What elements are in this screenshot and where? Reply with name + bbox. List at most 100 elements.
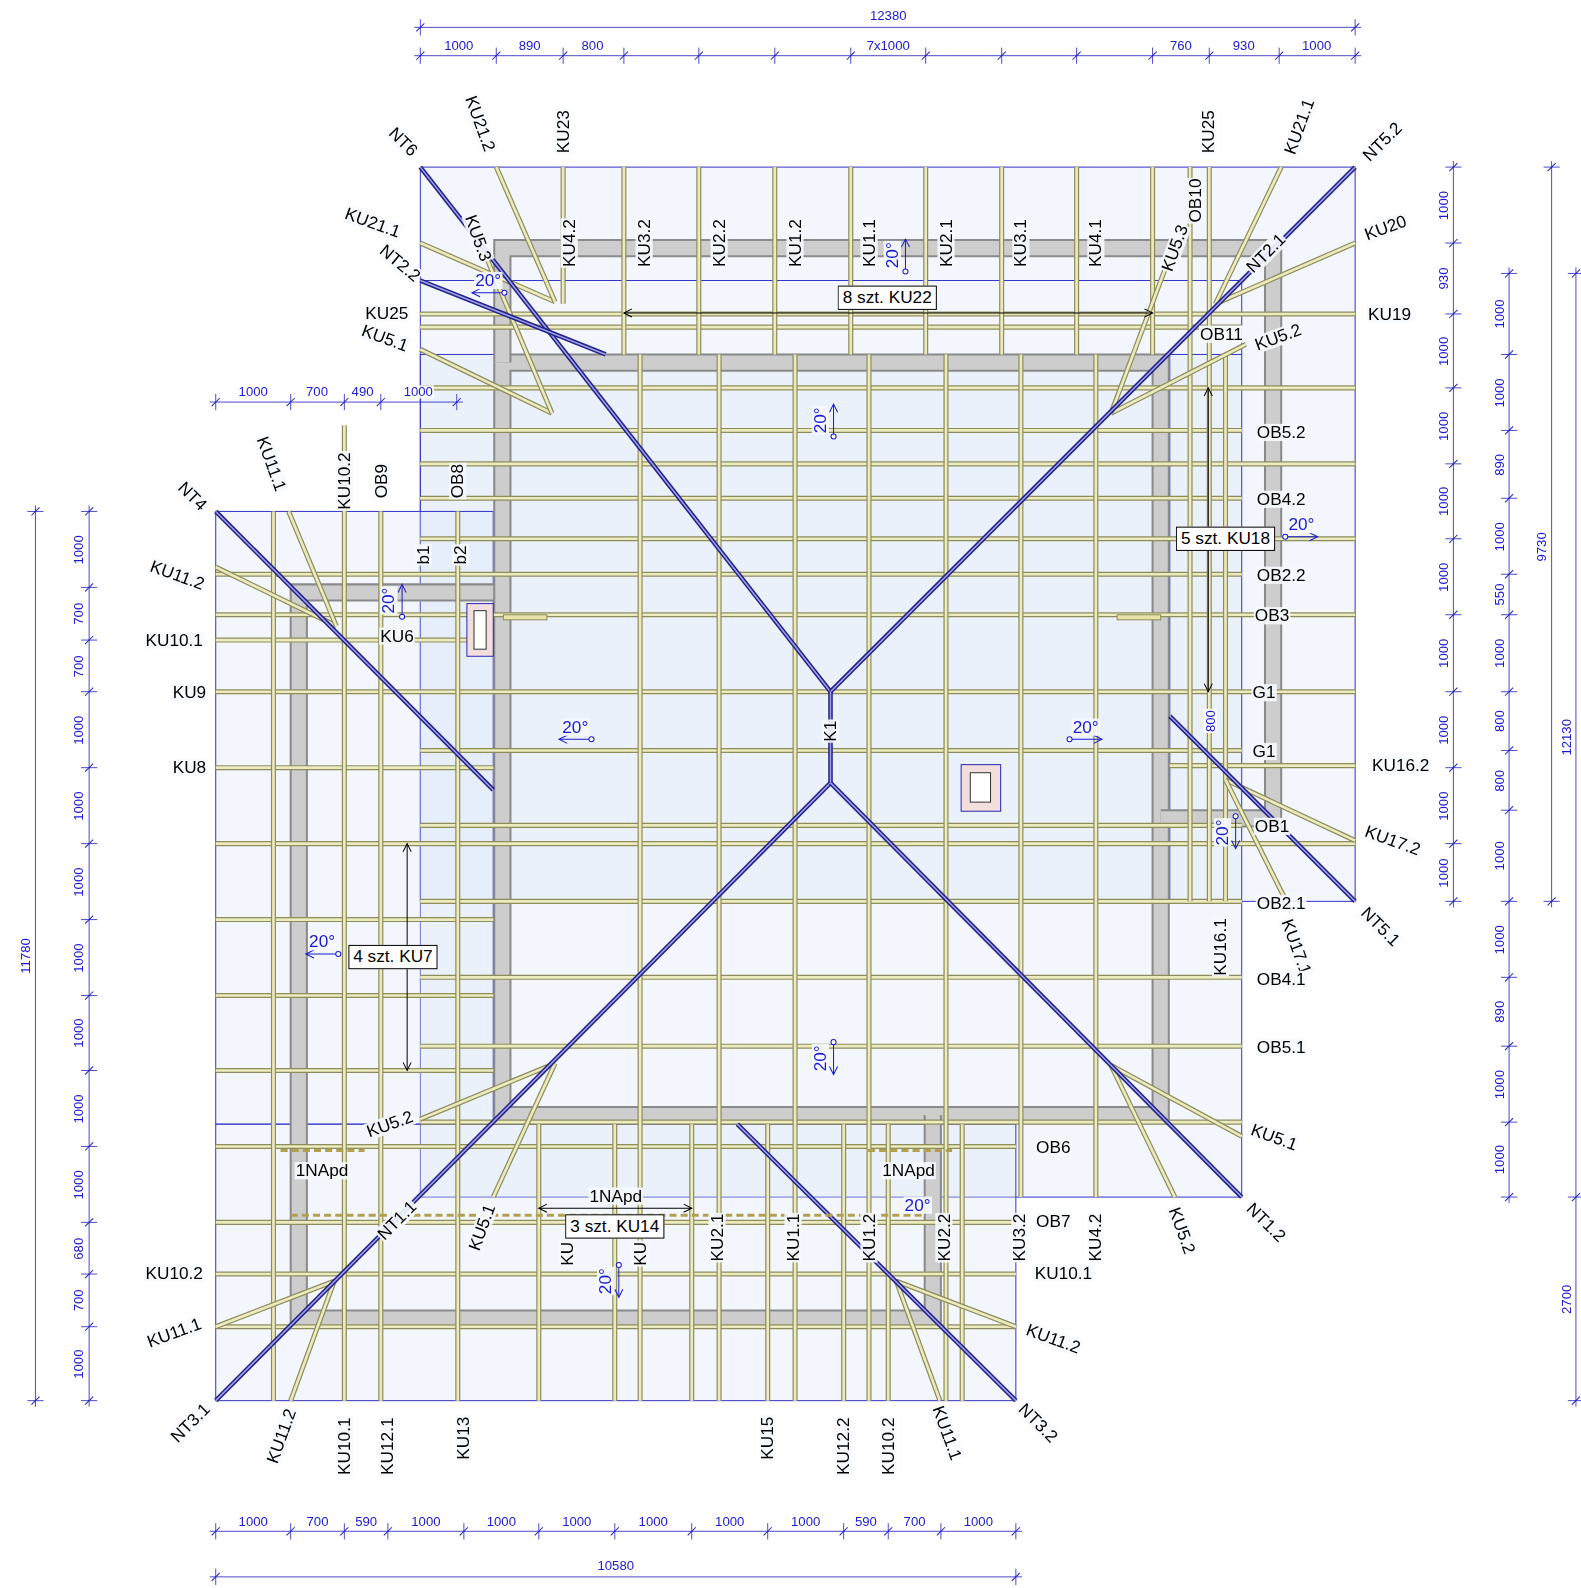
- dimension-tick: [1505, 1118, 1513, 1126]
- rafter: [216, 572, 1242, 577]
- member-label: KU10.1: [144, 631, 203, 648]
- hip-line: [1170, 716, 1355, 901]
- slope-label: 20°: [1287, 516, 1315, 533]
- member-label: KU11.1: [929, 1403, 965, 1464]
- member-label: b2: [452, 544, 469, 565]
- slope-label: 20°: [1214, 818, 1231, 846]
- dimension-label: 11780: [19, 937, 32, 975]
- member-label: KU15: [759, 1416, 776, 1461]
- nailing-plate: [868, 1149, 952, 1152]
- rafter: [848, 167, 853, 354]
- slope-arrow: [1285, 536, 1317, 537]
- dimension-tick: [212, 398, 220, 406]
- dimension-label: 1000: [1437, 790, 1450, 821]
- member-label: KU21.2: [462, 93, 499, 155]
- rafter: [842, 1124, 845, 1400]
- dimension-label: 1000: [1437, 410, 1450, 441]
- dimension-tick: [1548, 163, 1556, 171]
- member-label: KU9: [172, 684, 208, 701]
- rafter: [291, 1281, 335, 1401]
- arrow-head: [403, 1062, 411, 1070]
- callout-text: 3 szt. KU14: [570, 1216, 659, 1235]
- dimension-label: 1000: [1492, 1144, 1505, 1175]
- dimension-extension: [1568, 1197, 1581, 1198]
- rafter: [1111, 1065, 1175, 1197]
- chimney-flue: [474, 611, 486, 649]
- rafter: [999, 167, 1004, 354]
- dimension-tick: [1505, 269, 1513, 277]
- dimension-label: 700: [71, 1288, 84, 1312]
- arrow-head: [829, 404, 837, 412]
- arrow-head: [1144, 309, 1152, 317]
- dimension-tick: [1205, 52, 1213, 60]
- dimension-tick: [85, 764, 93, 772]
- rafter: [216, 994, 494, 997]
- rafter: [456, 511, 459, 1400]
- rafter: [1111, 1065, 1175, 1197]
- rafter: [1226, 780, 1292, 912]
- dimension-label: 1000: [1301, 39, 1332, 52]
- member-label: OB2.1: [1256, 895, 1307, 912]
- dimension-tick: [1351, 52, 1359, 60]
- dimension-tick: [377, 398, 385, 406]
- arrow-head: [1204, 388, 1212, 396]
- rafter: [773, 167, 776, 354]
- dimension-tick: [1505, 897, 1513, 905]
- slope-arrow-tail: [903, 269, 908, 274]
- roof-plane: [216, 1124, 1016, 1400]
- member-label: NT3.1: [167, 1400, 214, 1447]
- callout-text: 4 szt. KU7: [353, 947, 432, 966]
- slope-arrow-tail: [1233, 814, 1238, 819]
- member-label: KU10.2: [144, 1264, 203, 1281]
- member-label: KU3.2: [636, 218, 653, 268]
- rafter: [612, 1124, 617, 1400]
- dimension-tick: [1505, 1042, 1513, 1050]
- slope-label: 20°: [380, 587, 397, 615]
- dimension-tick: [384, 1527, 392, 1535]
- rafter: [216, 842, 1355, 845]
- slope-label: 20°: [1072, 719, 1100, 736]
- slope-arrow-tail: [616, 1262, 621, 1267]
- dimension-tick: [1449, 460, 1457, 468]
- dimension-label: 10580: [596, 1559, 635, 1572]
- count-callout: 8 szt. KU22: [838, 285, 937, 310]
- hip-line: [831, 167, 1356, 692]
- rafter: [841, 1124, 846, 1400]
- member-label: G1: [1251, 684, 1276, 701]
- dimension-tick: [998, 52, 1006, 60]
- member-label: KU19: [1367, 305, 1412, 322]
- member-label: OB5.1: [1256, 1039, 1307, 1056]
- arrow-head: [403, 844, 411, 852]
- member-label: KU1.1: [784, 1213, 801, 1263]
- rafter: [420, 349, 552, 413]
- rafter: [1000, 167, 1003, 354]
- dimension-tick: [1505, 973, 1513, 981]
- rafter: [896, 1281, 940, 1401]
- chimney-flue: [970, 773, 990, 802]
- rafter: [216, 993, 494, 998]
- rafter: [1075, 167, 1078, 354]
- dimension-tick: [340, 398, 348, 406]
- dimension-label: 1000: [1437, 857, 1450, 888]
- dimension-tick: [85, 1142, 93, 1150]
- member-label: KU25: [1200, 109, 1217, 154]
- dimension-label: 1000: [71, 534, 84, 565]
- dimension-label: 700: [903, 1515, 927, 1528]
- rafter: [420, 463, 1355, 466]
- dimension-line: [1453, 161, 1454, 907]
- arrow-head: [1310, 533, 1318, 541]
- rafter: [1170, 764, 1355, 767]
- dimension-label: 1000: [71, 1017, 84, 1048]
- dimension-label: 1000: [1437, 714, 1450, 745]
- member-label: OB9: [373, 463, 390, 499]
- arrow-head: [829, 1066, 837, 1074]
- member-label: OB4.2: [1256, 491, 1307, 508]
- arrow-head: [624, 309, 632, 317]
- dimension-tick: [1351, 23, 1359, 31]
- dimension-label: 1000: [1437, 335, 1450, 366]
- roof-plane: [216, 511, 494, 1124]
- member-label: KU8: [172, 759, 208, 776]
- dimension-tick: [85, 1323, 93, 1331]
- dimension-tick: [1073, 52, 1081, 60]
- dimension-tick: [287, 1527, 295, 1535]
